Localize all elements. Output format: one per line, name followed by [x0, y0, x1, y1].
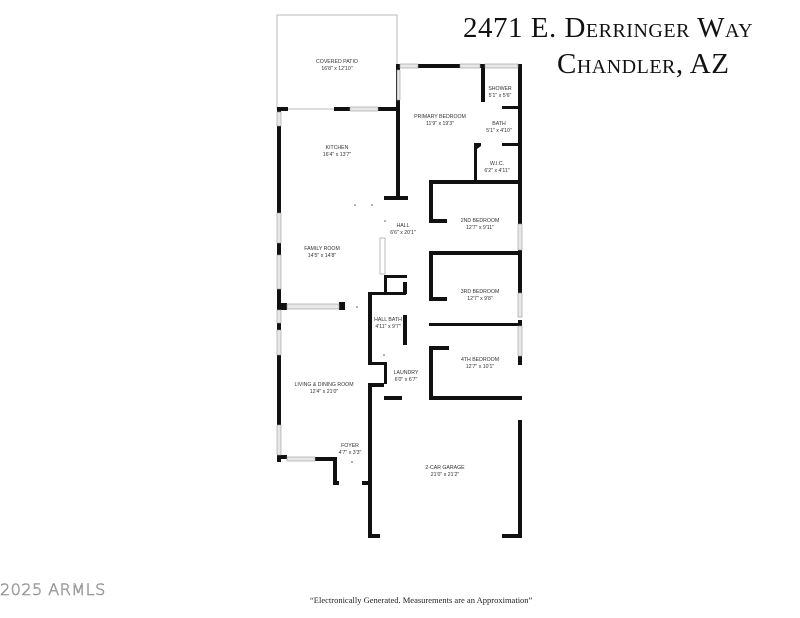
- room-name-living-dining: LIVING & DINING ROOM: [294, 382, 353, 388]
- walls: [277, 64, 522, 538]
- room-dims-covered-patio: 16'8" x 12'10": [321, 66, 352, 72]
- room-dims-foyer: 4'7" x 3'3": [339, 450, 362, 456]
- room-dims-3rd-bedroom: 12'7" x 9'8": [467, 296, 493, 302]
- room-dims-laundry: 6'0" x 6'7": [395, 377, 418, 383]
- room-name-hall: HALL: [397, 223, 410, 229]
- room-dims-shower: 5'1" x 5'6": [489, 93, 512, 99]
- room-name-bath: BATH: [492, 121, 506, 127]
- room-name-kitchen: KITCHEN: [326, 145, 349, 151]
- outlet-markers: [351, 204, 386, 463]
- room-name-3rd-bedroom: 3RD BEDROOM: [461, 289, 500, 295]
- room-dims-wic: 6'2" x 4'11": [484, 168, 509, 174]
- room-name-covered-patio: COVERED PATIO: [316, 59, 358, 65]
- room-dims-hall: 6'6" x 20'1": [390, 230, 416, 236]
- room-dims-kitchen: 16'4" x 13'7": [323, 152, 352, 158]
- address-line-2: Chandler, AZ: [557, 48, 730, 80]
- room-name-garage: 2-CAR GARAGE: [425, 465, 465, 471]
- room-name-wic: W.I.C.: [490, 161, 504, 167]
- room-dims-4th-bedroom: 12'7" x 10'1": [466, 364, 495, 370]
- room-name-shower: SHOWER: [488, 86, 512, 92]
- copyright-watermark: 2025 ARMLS: [0, 580, 106, 600]
- room-dims-living-dining: 12'4" x 21'0": [310, 389, 339, 395]
- disclaimer-text: “Electronically Generated. Measurements …: [310, 595, 533, 605]
- room-dims-2nd-bedroom: 12'7" x 9'11": [466, 225, 494, 231]
- room-dims-primary-bedroom: 11'9" x 19'3": [426, 121, 454, 127]
- room-name-4th-bedroom: 4TH BEDROOM: [461, 357, 499, 363]
- room-name-primary-bedroom: PRIMARY BEDROOM: [414, 114, 466, 120]
- room-dims-hall-bath: 4'11" x 9'7": [375, 324, 400, 330]
- room-name-2nd-bedroom: 2ND BEDROOM: [461, 218, 500, 224]
- room-name-laundry: LAUNDRY: [394, 370, 419, 376]
- room-dims-garage: 21'0" x 21'2": [431, 472, 460, 478]
- room-dims-family-room: 14'5" x 14'8": [308, 253, 337, 259]
- room-name-hall-bath: HALL BATH: [374, 317, 402, 323]
- address-line-1: 2471 E. Derringer Way: [463, 12, 754, 44]
- room-name-foyer: FOYER: [341, 443, 359, 449]
- room-name-family-room: FAMILY ROOM: [304, 246, 340, 252]
- windows: [276, 63, 523, 462]
- room-dims-bath: 5'1" x 4'10": [486, 128, 512, 134]
- room-labels: COVERED PATIO 16'8" x 12'10" PRIMARY BED…: [294, 59, 511, 478]
